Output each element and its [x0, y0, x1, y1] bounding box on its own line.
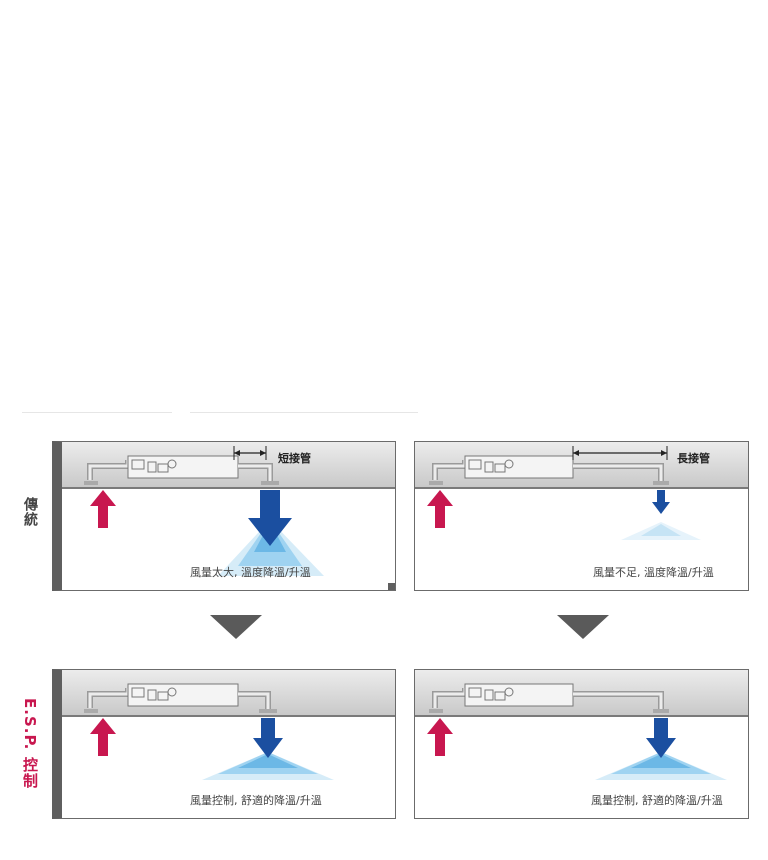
panel-caption: 風量控制, 舒適的降溫/升溫: [190, 794, 322, 807]
panel-caption: 風量不足, 溫度降溫/升溫: [593, 566, 714, 579]
duct-length-tag: 長接管: [677, 452, 710, 465]
divider-line-right: [190, 412, 418, 413]
duct-length-tag: 短接管: [278, 452, 311, 465]
indoor-unit-diagram: [429, 446, 701, 540]
indoor-unit-diagram: [84, 683, 334, 780]
row-label-esp: E.S.P. 控制: [21, 698, 39, 789]
down-arrow-icon: [248, 490, 292, 546]
indoor-unit-diagram: [84, 446, 324, 576]
triangle-down-icon: [210, 615, 262, 639]
down-arrow-icon: [253, 718, 283, 758]
row-label-conventional: 傳統: [22, 497, 38, 527]
panel-caption: 風量控制, 舒適的降溫/升溫: [591, 794, 723, 807]
panel-conventional-short-duct: 短接管 風量太大, 溫度降溫/升溫: [52, 441, 396, 591]
panel-caption: 風量太大, 溫度降溫/升溫: [190, 566, 311, 579]
up-arrow-icon: [427, 718, 453, 756]
triangle-down-icon: [557, 615, 609, 639]
up-arrow-icon: [90, 718, 116, 756]
down-arrow-icon: [646, 718, 676, 758]
up-arrow-icon: [427, 490, 453, 528]
panel-conventional-long-duct: 長接管 風量不足, 溫度降溫/升溫: [414, 441, 749, 591]
down-arrow-icon: [652, 490, 670, 514]
panel-esp-short-duct: 風量控制, 舒適的降溫/升溫: [52, 669, 396, 819]
indoor-unit-diagram: [429, 683, 727, 780]
corner-marker: [388, 583, 395, 590]
divider-line-left: [22, 412, 172, 413]
up-arrow-icon: [90, 490, 116, 528]
panel-esp-long-duct: 風量控制, 舒適的降溫/升溫: [414, 669, 749, 819]
